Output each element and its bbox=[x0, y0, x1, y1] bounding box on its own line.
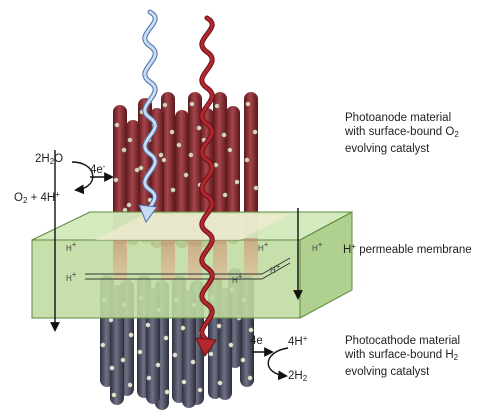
membrane-description: H+ permeable membrane bbox=[343, 240, 500, 257]
membrane-proton-1: H+ bbox=[66, 240, 76, 253]
hydrogen-label: 2H2 bbox=[288, 370, 307, 385]
anode-electron-label: 4e- bbox=[90, 160, 105, 177]
membrane-proton-6: H+ bbox=[312, 240, 322, 253]
water-label: 2H2O bbox=[35, 153, 63, 168]
membrane-box bbox=[32, 212, 352, 318]
membrane-proton-5: H+ bbox=[232, 272, 242, 285]
oxygen-protons-label: O2 + 4H+ bbox=[14, 188, 60, 207]
membrane-proton-4: H+ bbox=[270, 262, 280, 275]
photocathode-description: Photocathode material with surface-bound… bbox=[345, 334, 500, 379]
cathode-electron-label: 4e bbox=[250, 335, 263, 348]
membrane-proton-3: H+ bbox=[258, 240, 268, 253]
membrane-proton-2: H+ bbox=[66, 270, 76, 283]
photoanode-description: Photoanode material with surface-bound O… bbox=[345, 111, 500, 156]
cathode-proton-label: 4H+ bbox=[288, 332, 307, 349]
